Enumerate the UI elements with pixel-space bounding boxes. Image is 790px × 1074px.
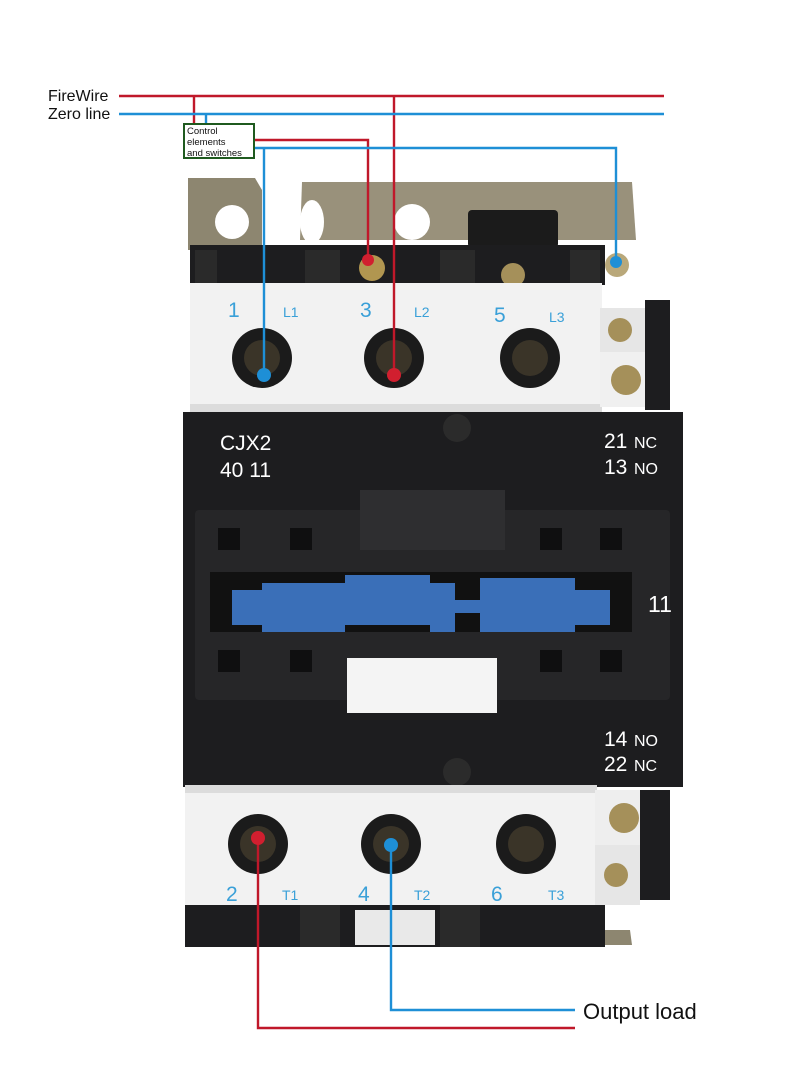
label-window: [347, 658, 497, 713]
model-name: CJX2: [220, 432, 271, 455]
fire-wire: [119, 94, 664, 1030]
top-terminal-block: [190, 245, 629, 414]
control-box-line2: elements: [187, 137, 226, 148]
l1-blue-dot: [257, 368, 271, 382]
control-box-line3: and switches: [187, 148, 242, 159]
aux-13-number: 13: [604, 456, 627, 479]
fire-wire-label: FireWire: [48, 88, 109, 105]
load-terminal-labels: 2 T1 4 T2 6 T3: [226, 883, 565, 906]
aux-13-type: NO: [634, 461, 658, 478]
device-markings: CJX2 40 11 21 NC 13 NO 11 14 NO 22 NC: [220, 430, 672, 776]
aux-22-type: NC: [634, 758, 657, 775]
l2-red-dot: [387, 368, 401, 382]
terminal-5-number: 5: [494, 304, 506, 327]
wire-junction-dots: [251, 254, 622, 852]
mounting-hole-left: [215, 205, 249, 239]
coil-a2-blue-dot: [610, 256, 622, 268]
aux-22-number: 22: [604, 753, 627, 776]
terminal-1-tag: L1: [283, 304, 299, 320]
aux-21-number: 21: [604, 430, 627, 453]
terminal-6-number: 6: [491, 883, 503, 906]
aux-14-number: 14: [604, 728, 628, 751]
t1-red-dot: [251, 831, 265, 845]
terminal-5-tag: L3: [549, 309, 565, 325]
zero-line-label: Zero line: [48, 106, 110, 123]
terminal-1-number: 1: [228, 299, 240, 322]
blue-slider: [210, 572, 632, 632]
coil-a1-red-dot: [362, 254, 374, 266]
aux-14-type: NO: [634, 733, 658, 750]
control-box-line1: Control: [187, 126, 218, 137]
aux-terminals-top: [600, 300, 670, 410]
terminal-4-tag: T2: [414, 887, 431, 903]
terminal-2-tag: T1: [282, 887, 299, 903]
terminal-6-tag: T3: [548, 887, 565, 903]
output-load-label: Output load: [583, 999, 697, 1024]
t2-blue-dot: [384, 838, 398, 852]
aux-21-type: NC: [634, 435, 657, 452]
line-terminal-labels: 1 L1 3 L2 5 L3: [228, 299, 565, 327]
zero-line: [119, 112, 664, 1012]
terminal-4-number: 4: [358, 883, 370, 906]
model-variant: 40 11: [220, 459, 271, 482]
control-elements-box: Control elements and switches: [183, 123, 255, 159]
terminal-3-number: 3: [360, 299, 372, 322]
side-code: 11: [648, 591, 672, 617]
terminal-2-number: 2: [226, 883, 238, 906]
terminal-3-tag: L2: [414, 304, 430, 320]
